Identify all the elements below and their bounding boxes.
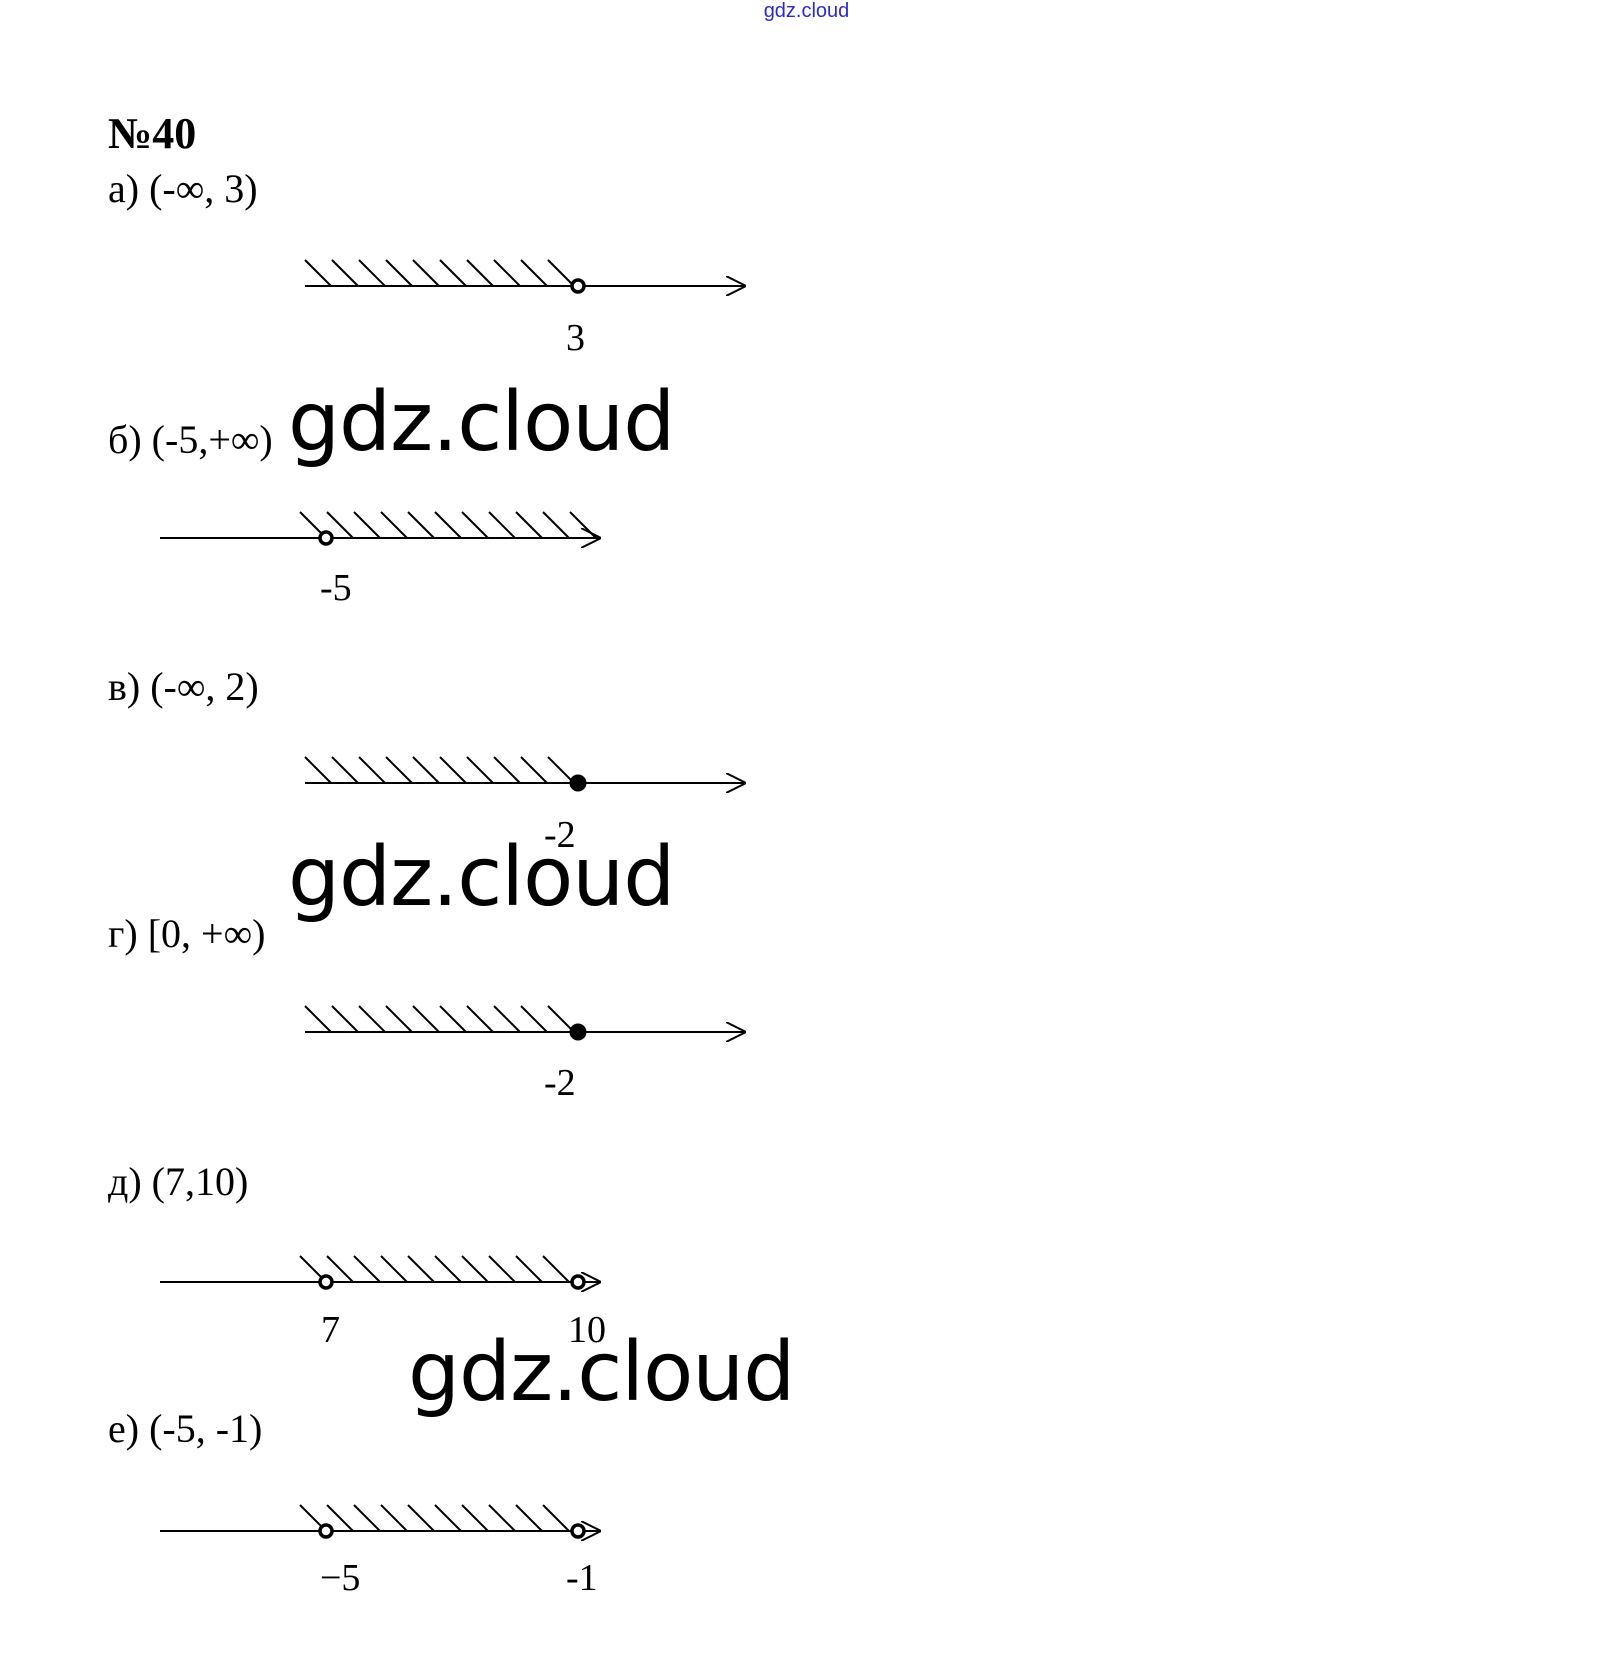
number-line-d — [160, 1255, 600, 1290]
hatch-mark — [488, 1255, 516, 1283]
hatch-mark — [407, 511, 435, 539]
hatch-mark — [358, 1005, 386, 1033]
hatch-mark — [412, 1005, 440, 1033]
hatch-mark — [331, 1005, 359, 1033]
hatch-mark — [461, 511, 489, 539]
hatch-mark — [412, 756, 440, 784]
open-point — [570, 1274, 586, 1290]
watermark: gdz.cloud — [288, 375, 675, 470]
number-line-e — [160, 1504, 600, 1539]
hatch-mark — [493, 756, 521, 784]
item-e-label: е) (-5, -1) — [108, 1406, 263, 1451]
hatch-mark — [331, 259, 359, 287]
hatch-mark — [407, 1255, 435, 1283]
hatch-mark — [515, 1504, 543, 1532]
hatch-mark — [542, 1504, 570, 1532]
hatch-mark — [547, 756, 575, 784]
hatch-mark — [304, 1005, 332, 1033]
hatch-mark — [326, 1504, 354, 1532]
tick-label-b-1: -5 — [320, 567, 352, 609]
gdz-cloud-link[interactable]: gdz.cloud — [763, 0, 850, 22]
hatch-mark — [488, 511, 516, 539]
item-v-label: в) (-∞, 2) — [108, 664, 259, 709]
tick-label-d-2: 10 — [568, 1309, 606, 1351]
hatch-mark — [520, 259, 548, 287]
hatch-mark — [380, 511, 408, 539]
hatch-mark — [434, 1255, 462, 1283]
hatch-mark — [385, 1005, 413, 1033]
open-point — [318, 1274, 334, 1290]
item-a-label: а) (-∞, 3) — [108, 166, 258, 211]
hatch-mark — [439, 1005, 467, 1033]
problem-number: №40 — [108, 109, 197, 158]
number-line-g — [304, 1005, 745, 1041]
hatch-mark — [542, 511, 570, 539]
hatch-mark — [380, 1255, 408, 1283]
hatch-mark — [385, 756, 413, 784]
hatch-mark — [304, 259, 332, 287]
hatch-mark — [493, 1005, 521, 1033]
hatch-mark — [434, 511, 462, 539]
watermark: gdz.cloud — [288, 830, 675, 925]
number-line-b — [160, 511, 600, 546]
hatch-mark — [520, 1005, 548, 1033]
hatch-mark — [542, 1255, 570, 1283]
hatch-mark — [434, 1504, 462, 1532]
hatch-mark — [515, 511, 543, 539]
hatch-mark — [385, 259, 413, 287]
hatch-mark — [493, 259, 521, 287]
number-line-a — [304, 259, 745, 294]
hatch-mark — [547, 1005, 575, 1033]
number-line-v — [304, 756, 745, 792]
hatch-mark — [358, 756, 386, 784]
open-point — [570, 1523, 586, 1539]
hatch-mark — [380, 1504, 408, 1532]
tick-label-g-1: -2 — [544, 1062, 576, 1104]
hatch-mark — [515, 1255, 543, 1283]
hatch-mark — [407, 1504, 435, 1532]
hatch-mark — [412, 259, 440, 287]
watermark: gdz.cloud — [408, 1325, 795, 1420]
item-d-label: д) (7,10) — [108, 1159, 249, 1204]
item-b-label: б) (-5,+∞) — [108, 417, 273, 462]
hatch-mark — [331, 756, 359, 784]
closed-point — [569, 1023, 587, 1041]
hatch-mark — [353, 1255, 381, 1283]
hatch-mark — [461, 1504, 489, 1532]
hatch-mark — [466, 1005, 494, 1033]
open-point — [570, 278, 586, 294]
closed-point — [569, 774, 587, 792]
hatch-mark — [547, 259, 575, 287]
hatch-mark — [353, 511, 381, 539]
hatch-mark — [358, 259, 386, 287]
hatch-mark — [466, 259, 494, 287]
hatch-mark — [326, 1255, 354, 1283]
hatch-mark — [569, 511, 597, 539]
hatch-mark — [520, 756, 548, 784]
tick-label-v-1: -2 — [544, 814, 576, 856]
tick-label-e-1: −5 — [320, 1557, 361, 1599]
hatch-mark — [466, 756, 494, 784]
tick-label-a-1: 3 — [566, 317, 585, 359]
open-point — [318, 530, 334, 546]
hatch-mark — [439, 259, 467, 287]
hatch-mark — [304, 756, 332, 784]
hatch-mark — [353, 1504, 381, 1532]
hatch-mark — [326, 511, 354, 539]
tick-label-d-1: 7 — [321, 1309, 340, 1351]
item-g-label: г) [0, +∞) — [108, 911, 266, 956]
hatch-mark — [488, 1504, 516, 1532]
tick-label-e-2: -1 — [566, 1557, 598, 1599]
open-point — [318, 1523, 334, 1539]
hatch-mark — [461, 1255, 489, 1283]
hatch-mark — [439, 756, 467, 784]
